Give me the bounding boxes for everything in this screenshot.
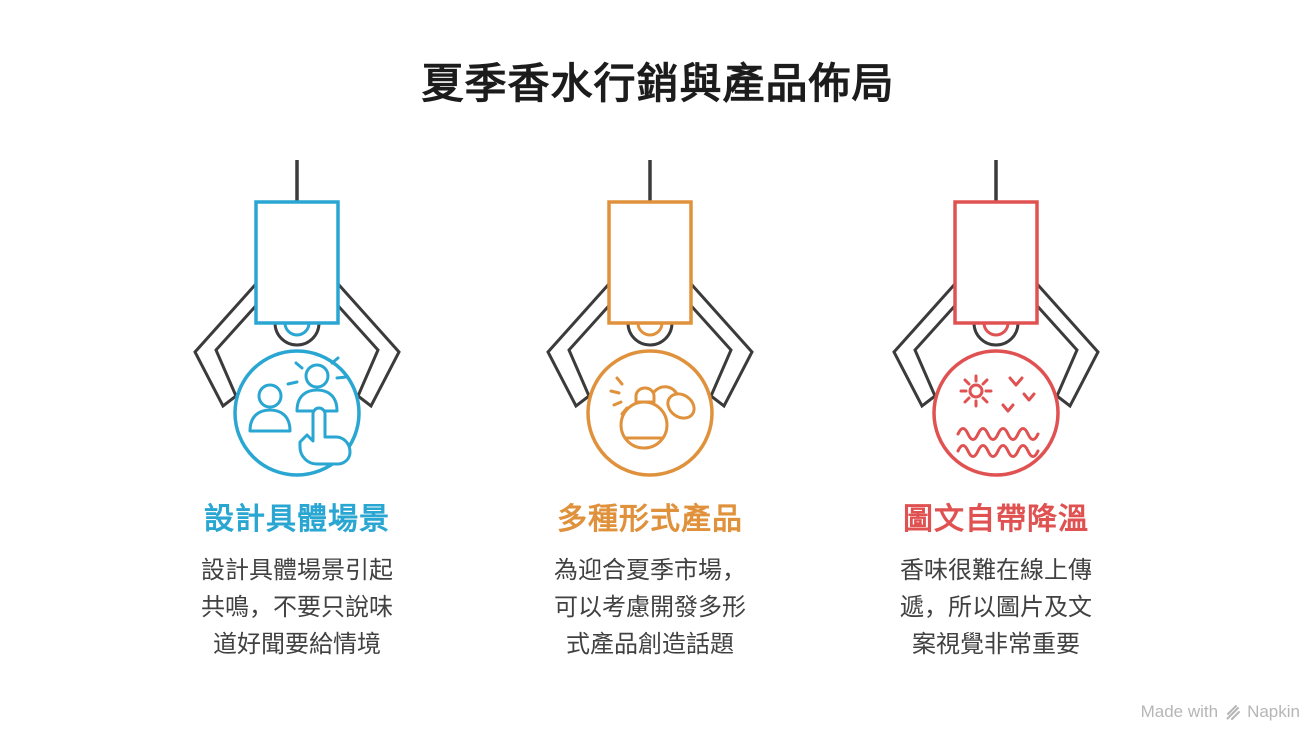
column-heading: 多種形式產品: [557, 503, 743, 536]
page-title: 夏季香水行銷與產品佈局: [421, 60, 895, 107]
claw-body: [953, 200, 1039, 325]
column-product: 多種形式產品 為迎合夏季市場，可以考慮開發多形式產品創造話題: [490, 158, 810, 663]
claw-machine-illustration: [892, 160, 1100, 477]
watermark-brand: Napkin: [1247, 702, 1300, 721]
sun-sea-icon: [956, 374, 1040, 458]
column-heading: 圖文自帶降溫: [903, 503, 1089, 536]
column-description: 香味很難在線上傳遞，所以圖片及文案視覺非常重要: [900, 557, 1092, 658]
claw-machine-illustration: [546, 160, 754, 477]
claw-body: [607, 200, 693, 325]
column-scene: 設計具體場景 設計具體場景引起共鳴，不要只說味道好聞要給情境: [137, 158, 457, 663]
claw-hinge-inner-arc: [283, 322, 311, 337]
claw-hinge-outer-arc: [273, 322, 321, 347]
claw-hinge-inner-arc: [982, 322, 1010, 337]
column-visual: 圖文自帶降溫 香味很難在線上傳遞，所以圖片及文案視覺非常重要: [836, 158, 1156, 663]
claw-machine-illustration: [193, 160, 401, 477]
column-heading: 設計具體場景: [204, 503, 390, 536]
claw-hinge-outer-arc: [626, 322, 674, 347]
column-description: 設計具體場景引起共鳴，不要只說味道好聞要給情境: [201, 557, 393, 658]
column-description: 為迎合夏季市場，可以考慮開發多形式產品創造話題: [554, 557, 746, 658]
perfume-atomizer-icon: [609, 376, 696, 450]
napkin-watermark[interactable]: Made with Napkin: [1141, 702, 1300, 722]
claw-hinge-outer-arc: [972, 322, 1020, 347]
napkin-logo-icon: [1226, 704, 1241, 720]
claw-hinge-inner-arc: [636, 322, 664, 337]
watermark-text: Made with: [1140, 702, 1219, 721]
people-tap-icon: [248, 356, 352, 466]
claw-body: [254, 200, 340, 325]
